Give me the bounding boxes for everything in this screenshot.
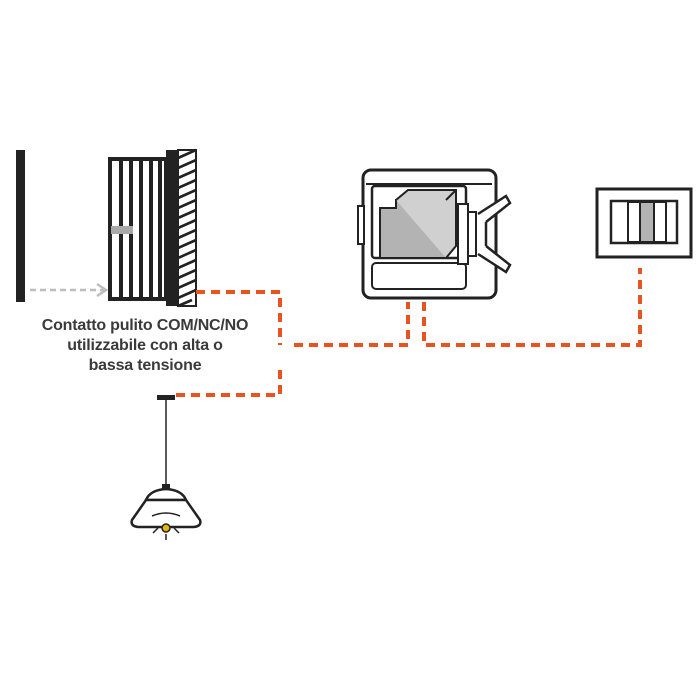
gate-opening-arrow [30, 282, 109, 298]
gate-icon [108, 148, 197, 308]
pendant-lamp-icon [130, 395, 202, 540]
gate-post [16, 150, 25, 302]
wiring-lines [176, 268, 642, 397]
caption-text: Contatto pulito COM/NC/NO utilizzabile c… [10, 316, 280, 376]
caption-line-1: Contatto pulito COM/NC/NO [41, 317, 249, 334]
wall-switch-icon [595, 187, 693, 259]
relay-module-icon [357, 168, 512, 300]
wire-switch [422, 268, 642, 347]
wire-trunk [294, 302, 410, 347]
caption-line-2: utilizzabile con alta o [67, 337, 223, 354]
caption-line-3: bassa tensione [88, 357, 202, 374]
wire-gate [196, 290, 282, 345]
wire-lamp [176, 368, 282, 397]
